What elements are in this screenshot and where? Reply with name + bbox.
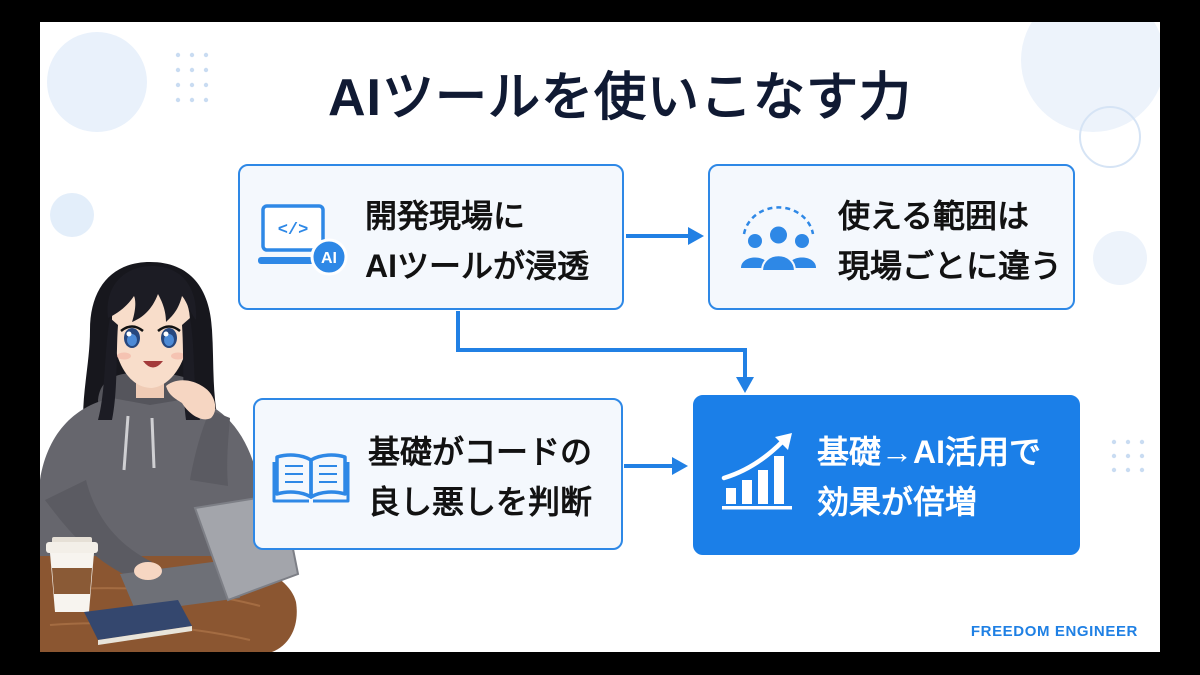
code-symbol: </>: [278, 221, 309, 240]
mouth: [143, 361, 163, 368]
coffee-cup: [46, 537, 98, 612]
decor-circle: [50, 193, 94, 237]
box-line: 使える範囲は: [838, 198, 1030, 234]
box-line: AIツールが浸透: [365, 248, 590, 284]
hair-strand-left: [98, 318, 118, 420]
slide-background: [40, 22, 1160, 652]
hand-on-keyboard: [134, 562, 162, 580]
hand-at-chin: [166, 380, 216, 420]
hoodie-string: [122, 415, 130, 471]
arrow-box1-to-box2: [626, 227, 704, 245]
decor-dot-grid: [1111, 439, 1145, 473]
box-fundamentals-judgement: 基礎がコードの 良し悪しを判断: [253, 398, 623, 550]
box-synergy-result: 基礎→AI活用で 効果が倍増: [693, 395, 1080, 555]
hoodie-string: [150, 417, 156, 469]
blush: [117, 352, 131, 360]
box-line: 現場ごとに違う: [838, 248, 1063, 284]
decor-circle: [1093, 231, 1147, 285]
box-line: 基礎→AI活用で: [817, 434, 1042, 470]
box-usage-scope: 使える範囲は 現場ごとに違う: [708, 164, 1075, 310]
decor-circle: [47, 32, 147, 132]
box-text: 基礎がコードの 良し悪しを判断: [368, 427, 592, 527]
resting-arm: [45, 480, 152, 577]
raised-arm: [190, 410, 230, 486]
box-dev-ai-adoption: </> AI 開発現場に AIツールが浸透: [238, 164, 624, 310]
box-text: 使える範囲は 現場ごとに違う: [838, 191, 1062, 291]
decor-circle: [1021, 22, 1160, 132]
ai-badge: [310, 238, 348, 276]
box-line: 効果が倍増: [817, 484, 978, 520]
book: [84, 600, 192, 645]
blush: [171, 352, 185, 360]
box-text: 基礎→AI活用で 効果が倍増: [817, 427, 1041, 527]
box-line: 開発現場に: [365, 198, 526, 234]
box-line: 基礎がコードの: [368, 434, 593, 470]
slide-title: AIツールを使いこなす力: [327, 69, 912, 127]
box-line: 良し悪しを判断: [368, 484, 593, 520]
brand-logo-text: FREEDOM ENGINEER: [970, 623, 1138, 640]
eye-right: [157, 325, 181, 348]
growth-chart-icon: [721, 433, 792, 510]
hair-bangs: [107, 266, 197, 322]
ai-badge-label: AI: [321, 250, 337, 267]
arrow-box3-to-box4: [624, 457, 688, 475]
arrow-box1-to-box4: [456, 311, 754, 393]
girl-with-laptop-illustration: [40, 262, 300, 652]
decor-dot-grid: [175, 52, 209, 103]
eye-left: [120, 325, 144, 348]
team-icon: [741, 206, 816, 272]
decor-shapes: [47, 22, 1160, 473]
laptop-code-icon: </> AI: [258, 204, 348, 276]
box-text: 開発現場に AIツールが浸透: [365, 191, 589, 291]
open-book-icon: [272, 453, 350, 503]
decor-ring: [1079, 106, 1141, 168]
